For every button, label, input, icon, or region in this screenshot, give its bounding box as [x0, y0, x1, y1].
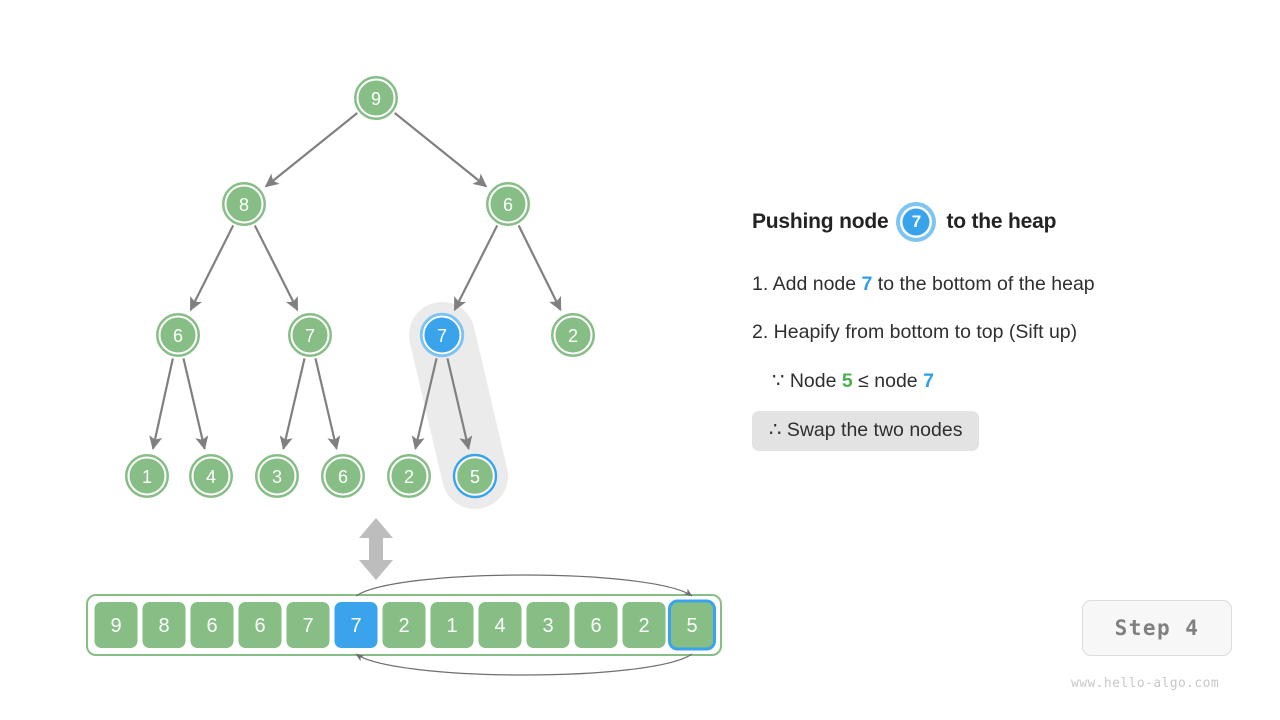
tree-node-label: 5	[470, 467, 480, 487]
step-badge-label: Step 4	[1114, 616, 1200, 640]
array-cell-2: 6	[190, 602, 234, 648]
tree-node-3: 3	[255, 454, 299, 498]
array-group: 9 8 6 6 7 7 2 1 4 3 6 2 5	[86, 594, 722, 656]
array-cell-11: 2	[622, 602, 666, 648]
tree-node-2: 2	[551, 313, 595, 357]
array-cell-5: 7	[334, 602, 378, 648]
step-1-suffix: to the bottom of the heap	[872, 273, 1095, 295]
tree-node-7: 7	[288, 313, 332, 357]
vertical-double-arrow-icon	[359, 518, 393, 580]
tree-node-label: 1	[142, 467, 152, 487]
array-cell-1: 8	[142, 602, 186, 648]
tree-edge	[182, 358, 209, 451]
swap-arrow-bottom	[355, 653, 693, 676]
conclusion-line: ∴ Swap the two nodes	[752, 411, 980, 451]
tree-node-label: 7	[305, 326, 315, 346]
tree-node-4: 4	[189, 454, 233, 498]
tree-node-5: 5	[452, 453, 498, 499]
array-cell-label: 7	[302, 615, 313, 637]
array-cell-0: 9	[94, 602, 138, 648]
array-cell-label: 8	[158, 615, 169, 637]
array-cell-label: 7	[350, 615, 361, 637]
explanation-panel: Pushing node 7 to the heap 1. Add node 7…	[752, 206, 1222, 469]
reason-left-value: 5	[841, 369, 853, 392]
page-title: Pushing node 7 to the heap	[752, 206, 1222, 238]
array-cell-label: 1	[446, 615, 457, 637]
conclusion-text: Swap the two nodes	[781, 419, 963, 442]
tree-edge	[394, 112, 488, 188]
because-symbol: ∵	[772, 369, 785, 392]
tree-edge	[411, 358, 438, 451]
tree-node-label: 9	[371, 89, 381, 109]
tree-edge	[253, 224, 299, 312]
array-cell-12: 5	[668, 599, 716, 651]
reason-operator: ≤ node	[852, 369, 924, 392]
tree-node-label: 6	[503, 195, 513, 215]
array-cell-4: 7	[286, 602, 330, 648]
step-1-value: 7	[861, 273, 873, 295]
tree-node-label: 2	[568, 326, 578, 346]
tree-node-label: 6	[173, 326, 183, 346]
title-node-chip: 7	[900, 206, 933, 238]
tree-node-label: 6	[338, 467, 348, 487]
tree-node-2: 2	[387, 454, 431, 498]
array-container	[86, 594, 722, 656]
array-cell-label: 5	[686, 615, 697, 637]
array-cell-label: 3	[542, 615, 553, 637]
tree-node-9: 9	[354, 76, 398, 120]
array-cell-label: 2	[638, 615, 649, 637]
tree-edge	[517, 225, 562, 312]
array-cell-label: 2	[398, 615, 409, 637]
array-cell-label: 6	[254, 615, 265, 637]
array-cell-label: 6	[206, 615, 217, 637]
tree-node-8: 8	[222, 182, 266, 226]
tree-edge	[446, 358, 473, 451]
tree-edge	[149, 358, 174, 450]
tree-node-6: 6	[321, 454, 365, 498]
status-badge: Step 4	[1082, 600, 1232, 656]
tree-node-7: 7	[419, 312, 465, 358]
reason-line: ∵ Node 5 ≤ node 7	[772, 371, 1222, 391]
reason-right-value: 7	[923, 369, 934, 392]
title-prefix: Pushing node	[752, 210, 889, 233]
tree-node-label: 2	[404, 467, 414, 487]
array-cell-label: 9	[110, 615, 121, 637]
tree-node-label: 7	[437, 326, 447, 346]
array-cell-7: 1	[430, 602, 474, 648]
step-item-1: 1. Add node 7 to the bottom of the heap	[752, 274, 1222, 294]
step-item-2: 2. Heapify from bottom to top (Sift up)	[752, 322, 1222, 342]
array-cell-9: 3	[526, 602, 570, 648]
tree-node-label: 3	[272, 467, 282, 487]
swap-arrow-top	[355, 574, 693, 597]
watermark: www.hello-algo.com	[1071, 676, 1220, 691]
tree-node-1: 1	[125, 454, 169, 498]
reason-prefix: Node	[784, 369, 842, 392]
tree-edge	[189, 224, 235, 312]
therefore-symbol: ∴	[769, 419, 782, 442]
tree-node-group: 9 8 6 6 7 7 2 1 4 3 6 2 5	[125, 76, 595, 499]
tree-node-label: 4	[206, 467, 216, 487]
array-cell-label: 4	[494, 615, 505, 637]
tree-node-6: 6	[156, 313, 200, 357]
step-list: 1. Add node 7 to the bottom of the heap …	[752, 274, 1222, 469]
tree-edge-group	[149, 112, 562, 451]
tree-edge	[453, 224, 499, 312]
tree-node-label: 8	[239, 195, 249, 215]
tree-node-6: 6	[486, 182, 530, 226]
tree-edge	[279, 358, 306, 451]
array-cell-6: 2	[382, 602, 426, 648]
array-cell-3: 6	[238, 602, 282, 648]
array-cell-8: 4	[478, 602, 522, 648]
array-cell-label: 6	[590, 615, 601, 637]
step-2-prefix: 2. Heapify from bottom to top (Sift up)	[752, 321, 1078, 344]
step-1-prefix: 1. Add node	[752, 273, 862, 295]
tree-edge	[264, 112, 358, 188]
array-swap-arrow	[355, 574, 693, 676]
tree-edge	[314, 358, 341, 451]
array-cell-10: 6	[574, 602, 618, 648]
title-suffix: to the heap	[946, 210, 1057, 233]
